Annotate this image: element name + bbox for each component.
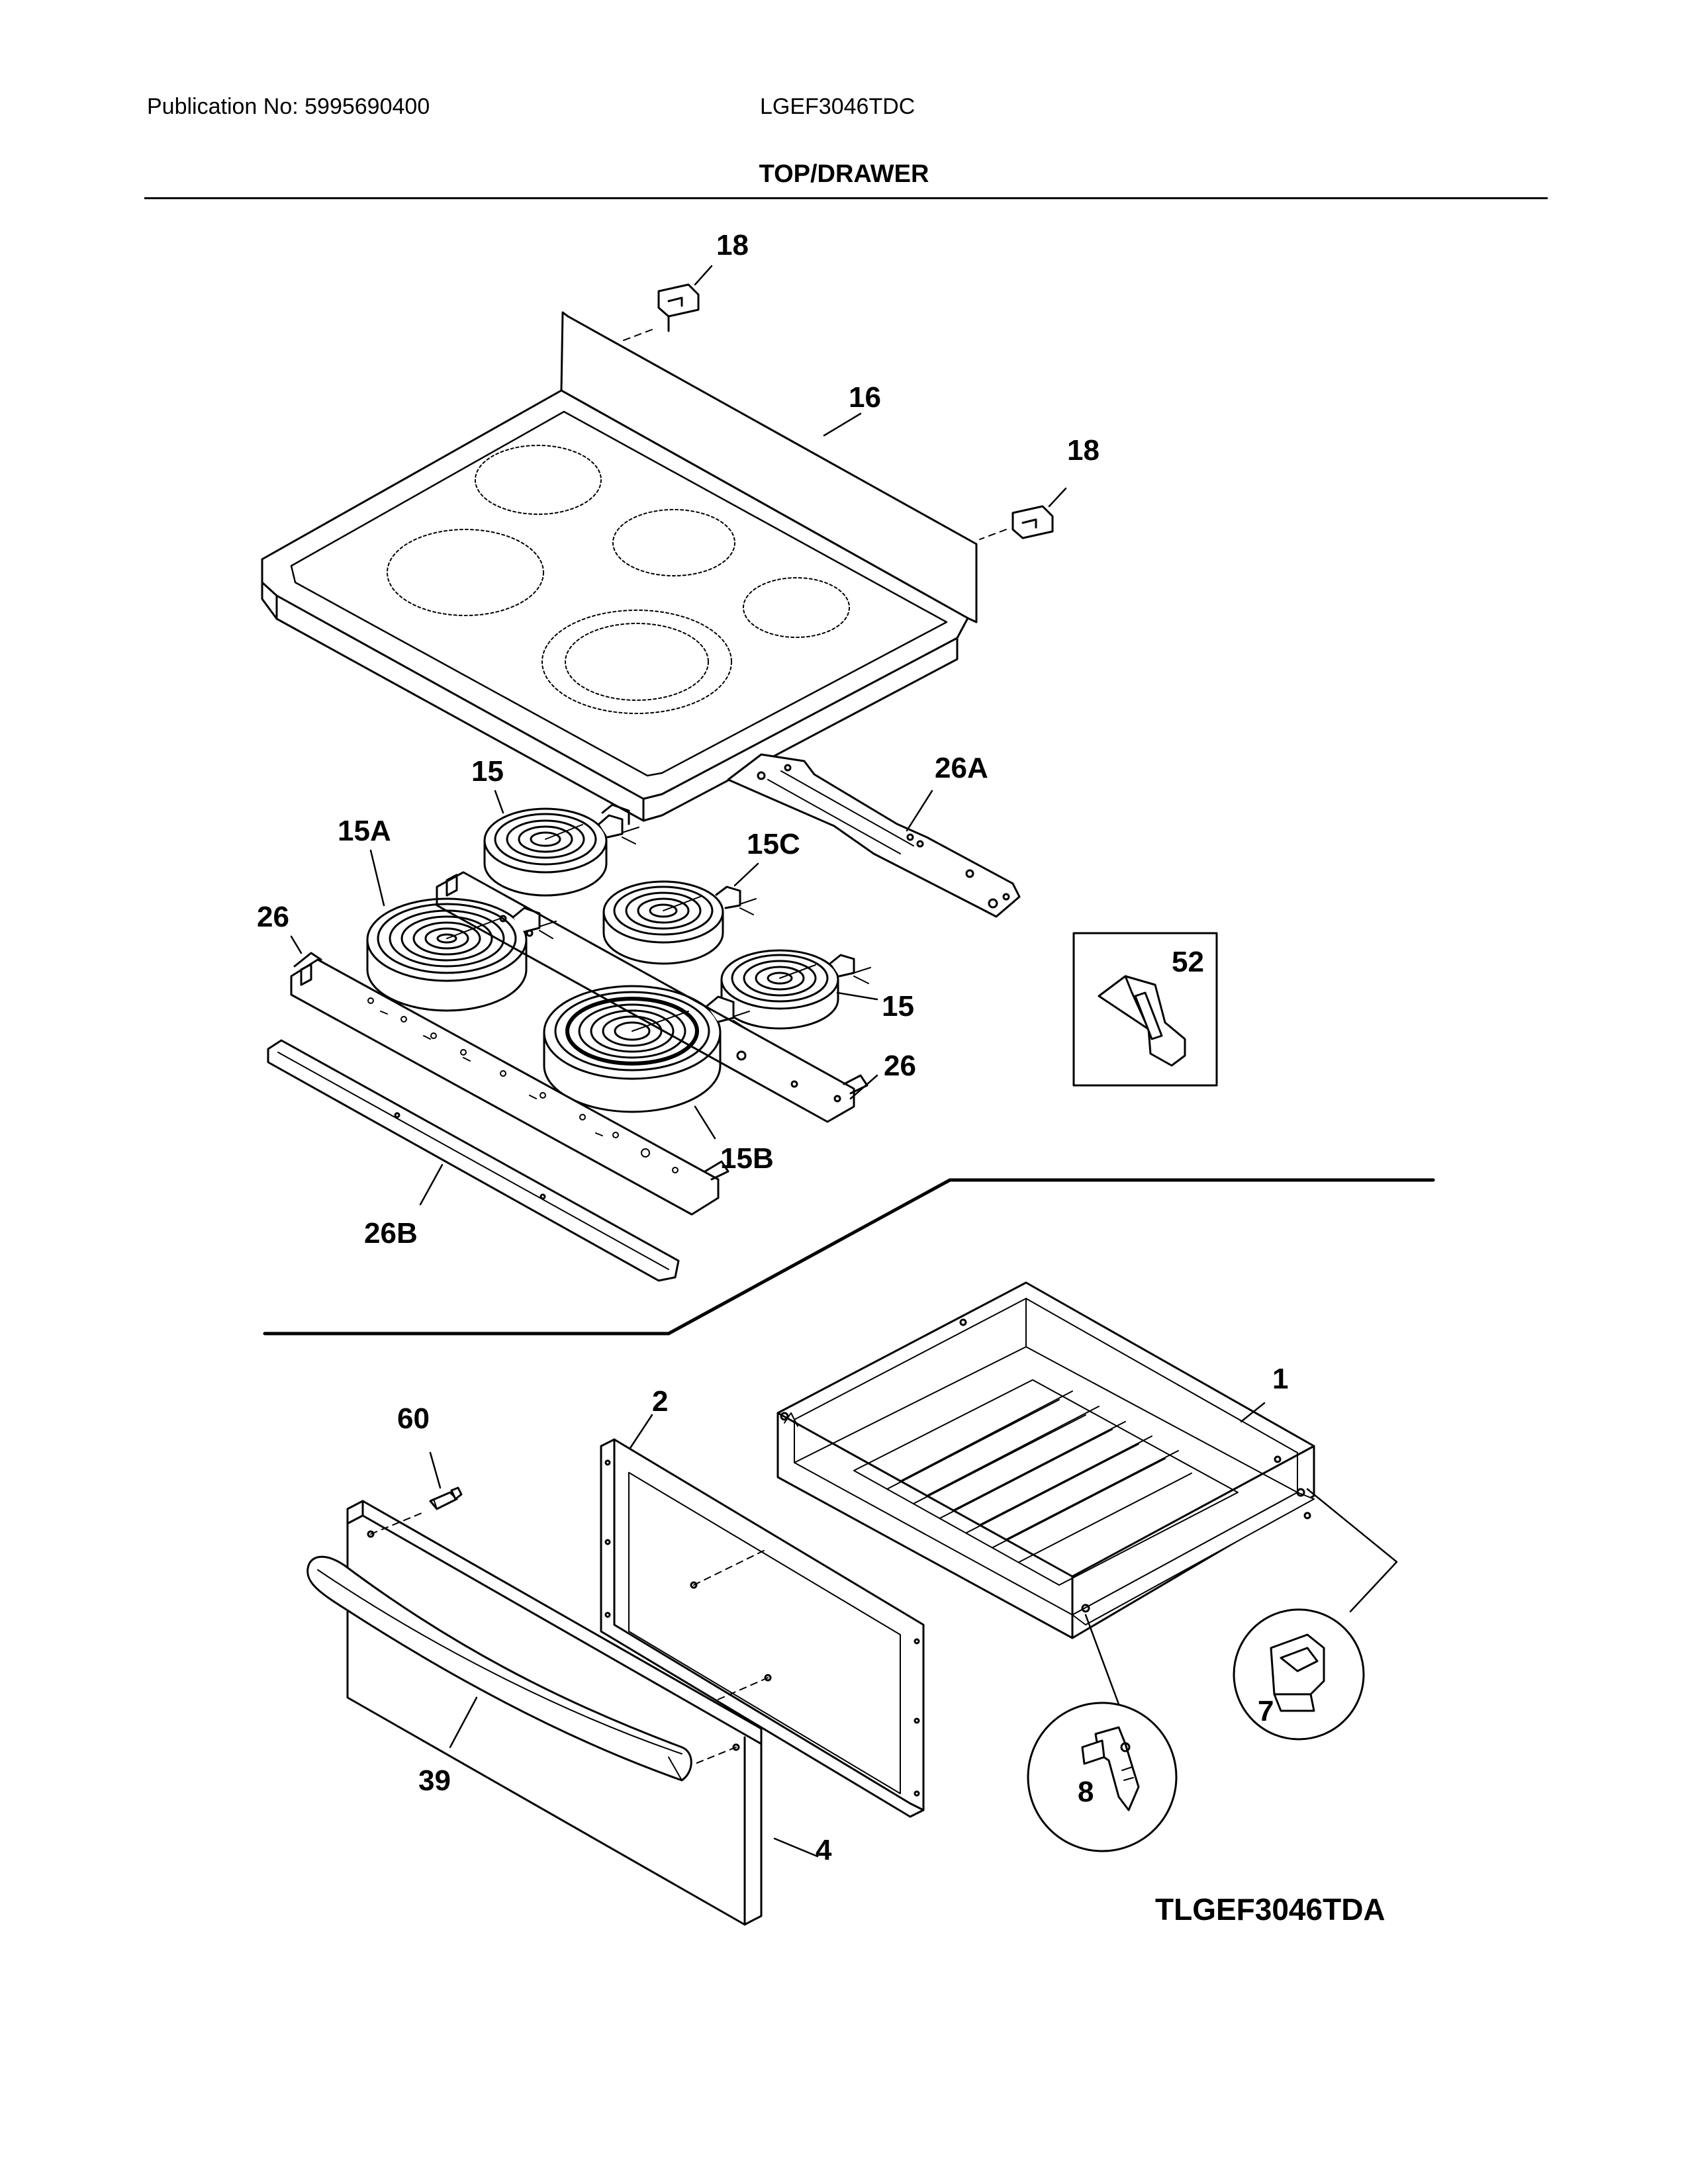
callout-8: 8 bbox=[1078, 1776, 1094, 1808]
radiant-element-15-right bbox=[720, 949, 878, 1030]
callout-60: 60 bbox=[397, 1402, 430, 1435]
callout-15-right: 15 bbox=[882, 990, 914, 1023]
callout-26b: 26B bbox=[364, 1217, 418, 1250]
section-divider-line bbox=[263, 1178, 1435, 1336]
callout-52: 52 bbox=[1172, 946, 1204, 978]
mounting-bracket-18-right bbox=[979, 487, 1067, 540]
callout-15-top: 15 bbox=[471, 755, 504, 788]
callout-7: 7 bbox=[1258, 1695, 1274, 1727]
callout-39: 39 bbox=[418, 1764, 451, 1797]
callout-2: 2 bbox=[652, 1385, 668, 1418]
callout-15b: 15B bbox=[720, 1142, 774, 1175]
drawer-handle-39 bbox=[306, 1555, 692, 1782]
element-support-bracket-26-front bbox=[290, 935, 729, 1216]
callout-26-left: 26 bbox=[257, 901, 289, 933]
callout-26a: 26A bbox=[935, 752, 988, 784]
callout-4: 4 bbox=[816, 1834, 832, 1866]
section-title: TOP/DRAWER bbox=[759, 160, 929, 188]
model-number: LGEF3046TDC bbox=[760, 94, 915, 119]
callout-15c: 15C bbox=[747, 828, 800, 860]
drawer-body bbox=[776, 1281, 1315, 1639]
callout-16: 16 bbox=[849, 381, 881, 414]
mounting-bracket-18-left bbox=[622, 265, 713, 341]
callout-18-top: 18 bbox=[716, 229, 749, 261]
detail-circle-8 bbox=[1027, 1614, 1178, 1852]
callout-26-right: 26 bbox=[884, 1050, 916, 1082]
drawer-back-panel-2 bbox=[600, 1414, 925, 1818]
front-trim-26b bbox=[267, 1039, 680, 1282]
element-support-bracket-26-rear bbox=[436, 871, 878, 1123]
radiant-element-15-top bbox=[483, 790, 639, 897]
radiant-element-15c bbox=[602, 862, 759, 965]
publication-number: Publication No: 5995690400 bbox=[147, 94, 430, 119]
inset-box-52 bbox=[1072, 932, 1218, 1087]
callout-15a: 15A bbox=[338, 815, 391, 847]
header-rule bbox=[144, 197, 1548, 199]
radiant-element-15a bbox=[366, 849, 557, 1012]
figure-code: TLGEF3046TDA bbox=[1155, 1892, 1385, 1927]
radiant-element-15b bbox=[543, 985, 750, 1140]
screw-60 bbox=[429, 1451, 463, 1510]
element-bracket-26a bbox=[727, 753, 1021, 918]
cooktop-glass-top bbox=[261, 311, 978, 822]
detail-circle-7 bbox=[1233, 1488, 1398, 1741]
callout-18-right: 18 bbox=[1067, 434, 1100, 467]
callout-1: 1 bbox=[1272, 1363, 1288, 1395]
